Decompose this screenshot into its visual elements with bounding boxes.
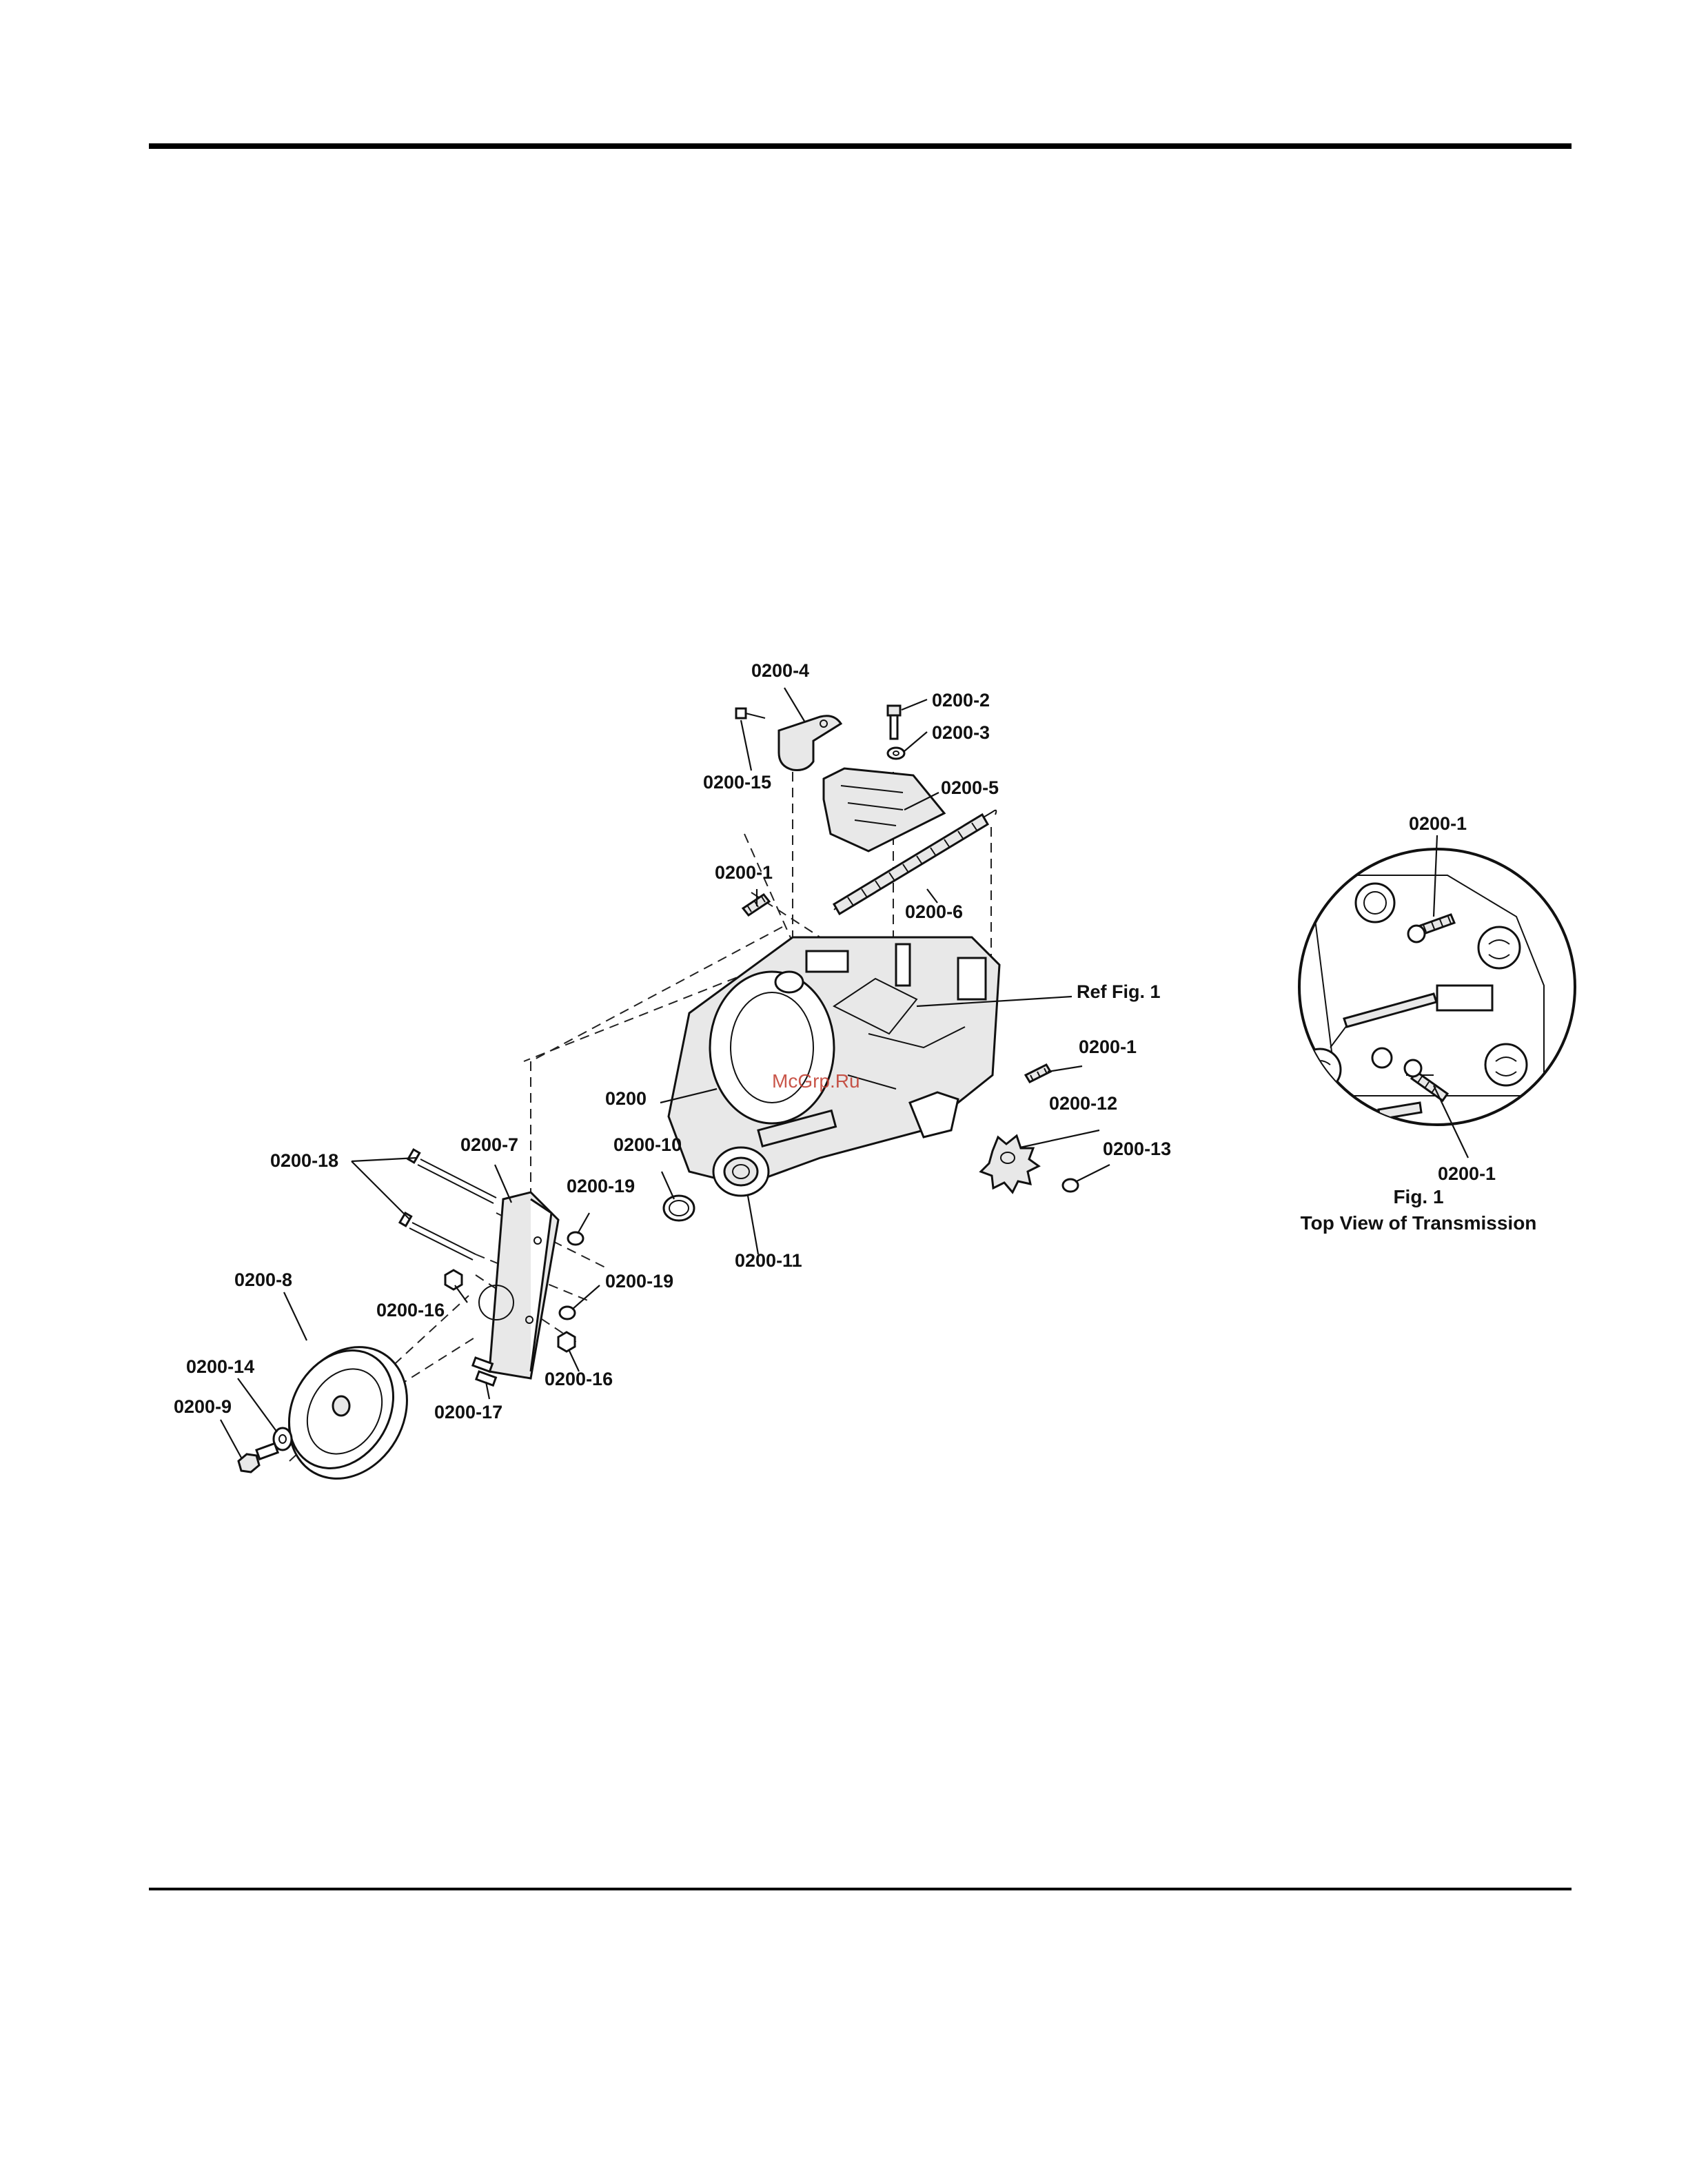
- label-0200-1-right: 0200-1: [1079, 1037, 1137, 1057]
- label-0200-2: 0200-2: [932, 690, 990, 711]
- part-0200-2-bolt: [888, 706, 900, 739]
- part-0200-11-bearing: [713, 1147, 769, 1196]
- part-0200-1-spring-right: [1026, 1065, 1050, 1082]
- label-0200-19-a: 0200-19: [567, 1176, 635, 1196]
- label-ref-fig-1: Ref Fig. 1: [1077, 981, 1161, 1002]
- label-0200-19-b: 0200-19: [605, 1271, 673, 1292]
- label-0200-16-b: 0200-16: [545, 1369, 613, 1389]
- label-0200-8: 0200-8: [234, 1269, 292, 1290]
- inset-caption-title: Top View of Transmission: [1301, 1212, 1537, 1234]
- label-0200-17: 0200-17: [434, 1402, 502, 1422]
- label-0200-10: 0200-10: [613, 1134, 682, 1155]
- label-0200-16-a: 0200-16: [376, 1300, 445, 1320]
- part-0200-transmission-body: [669, 937, 999, 1185]
- label-0200-6: 0200-6: [905, 901, 963, 922]
- label-0200-9: 0200-9: [174, 1396, 232, 1417]
- part-0200-15-screw: [736, 708, 765, 718]
- label-0200-1-top: 0200-1: [715, 862, 773, 883]
- part-0200-10-ring: [664, 1196, 694, 1221]
- label-0200-15: 0200-15: [703, 772, 771, 793]
- part-0200-5-cover: [824, 768, 944, 851]
- part-0200-3-washer: [888, 748, 904, 759]
- header-rule: [149, 143, 1572, 149]
- label-0200-14: 0200-14: [186, 1356, 254, 1377]
- part-0200-16-nut-b: [558, 1332, 575, 1351]
- part-0200-4-lever: [779, 716, 841, 770]
- part-0200-9-bolt: [238, 1443, 278, 1472]
- inset-fig-1: 0200-1 0200-1 Fig. 1 Top View of Transmi…: [1299, 813, 1575, 1234]
- part-0200-19-washer-a: [568, 1232, 583, 1245]
- label-0200: 0200: [605, 1088, 647, 1109]
- label-0200-4: 0200-4: [751, 660, 809, 681]
- part-0200-18-bolts: [400, 1150, 496, 1260]
- label-0200-11: 0200-11: [735, 1250, 802, 1271]
- part-0200-12-gear: [981, 1136, 1039, 1192]
- label-0200-3: 0200-3: [932, 722, 990, 743]
- label-0200-18: 0200-18: [270, 1150, 338, 1171]
- part-0200-8-pulley: [266, 1325, 431, 1500]
- label-0200-7: 0200-7: [460, 1134, 518, 1155]
- footer-rule: [149, 1888, 1572, 1890]
- label-0200-13: 0200-13: [1103, 1139, 1171, 1159]
- inset-label-0200-1-bottom: 0200-1: [1438, 1163, 1496, 1184]
- label-0200-12: 0200-12: [1049, 1093, 1117, 1114]
- inset-caption-fig: Fig. 1: [1393, 1186, 1443, 1207]
- label-0200-5: 0200-5: [941, 777, 999, 798]
- watermark: McGrp.Ru: [772, 1070, 860, 1092]
- inset-label-0200-1-top: 0200-1: [1409, 813, 1467, 834]
- part-labels: 0200-4 0200-2 0200-3 0200-15 0200-5 0200…: [174, 660, 1171, 1422]
- part-0200-16-nut-a: [445, 1270, 462, 1289]
